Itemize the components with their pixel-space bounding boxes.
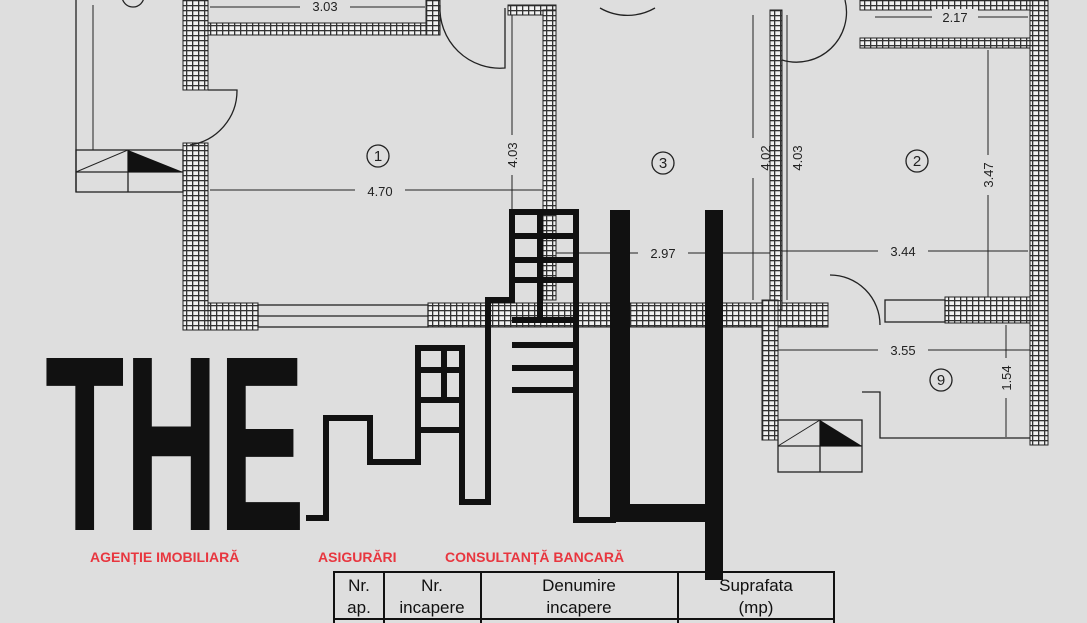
room-number-2: 2 [913, 153, 921, 170]
dim-4-70: 4.70 [367, 184, 392, 199]
service-banking: CONSULTANȚĂ BANCARĂ [445, 549, 624, 565]
header-suprafata-2: (mp) [739, 598, 774, 617]
dim-4-03-room2: 4.03 [790, 145, 805, 170]
service-real-estate: AGENȚIE IMOBILIARĂ [90, 549, 239, 565]
rooms-table: Nr. ap. Nr. incapere Denumire incapere S… [333, 571, 835, 623]
dim-4-02: 4.02 [758, 145, 773, 170]
logo-text: THE [45, 305, 305, 584]
header-nr-ap-2: ap. [347, 598, 371, 617]
header-suprafata-1: Suprafata [719, 576, 793, 595]
dim-2-17: 2.17 [942, 10, 967, 25]
dim-2-97: 2.97 [650, 246, 675, 261]
dim-3-47: 3.47 [981, 162, 996, 187]
room-number-9: 9 [937, 372, 945, 389]
header-nr-ap-1: Nr. [348, 576, 370, 595]
dimension-labels: 3.03 2.17 4.70 2.97 3.44 3.55 4.03 4.02 … [300, 0, 1014, 398]
dim-4-03-room1: 4.03 [505, 142, 520, 167]
header-denumire-1: Denumire [542, 576, 616, 595]
header-denumire-2: incapere [546, 598, 611, 617]
logo [306, 209, 723, 580]
dim-3-03: 3.03 [312, 0, 337, 14]
header-nr-incapere-2: incapere [399, 598, 464, 617]
room-number-1: 1 [374, 148, 382, 165]
room-numbers [122, 0, 953, 392]
service-insurance: ASIGURĂRI [318, 549, 397, 565]
stair-symbols [75, 149, 862, 447]
header-nr-incapere-1: Nr. [421, 576, 443, 595]
room-number-3: 3 [659, 155, 667, 172]
dim-3-55: 3.55 [890, 343, 915, 358]
dim-1-54: 1.54 [999, 365, 1014, 390]
dim-3-44: 3.44 [890, 244, 915, 259]
doors [189, 0, 881, 326]
